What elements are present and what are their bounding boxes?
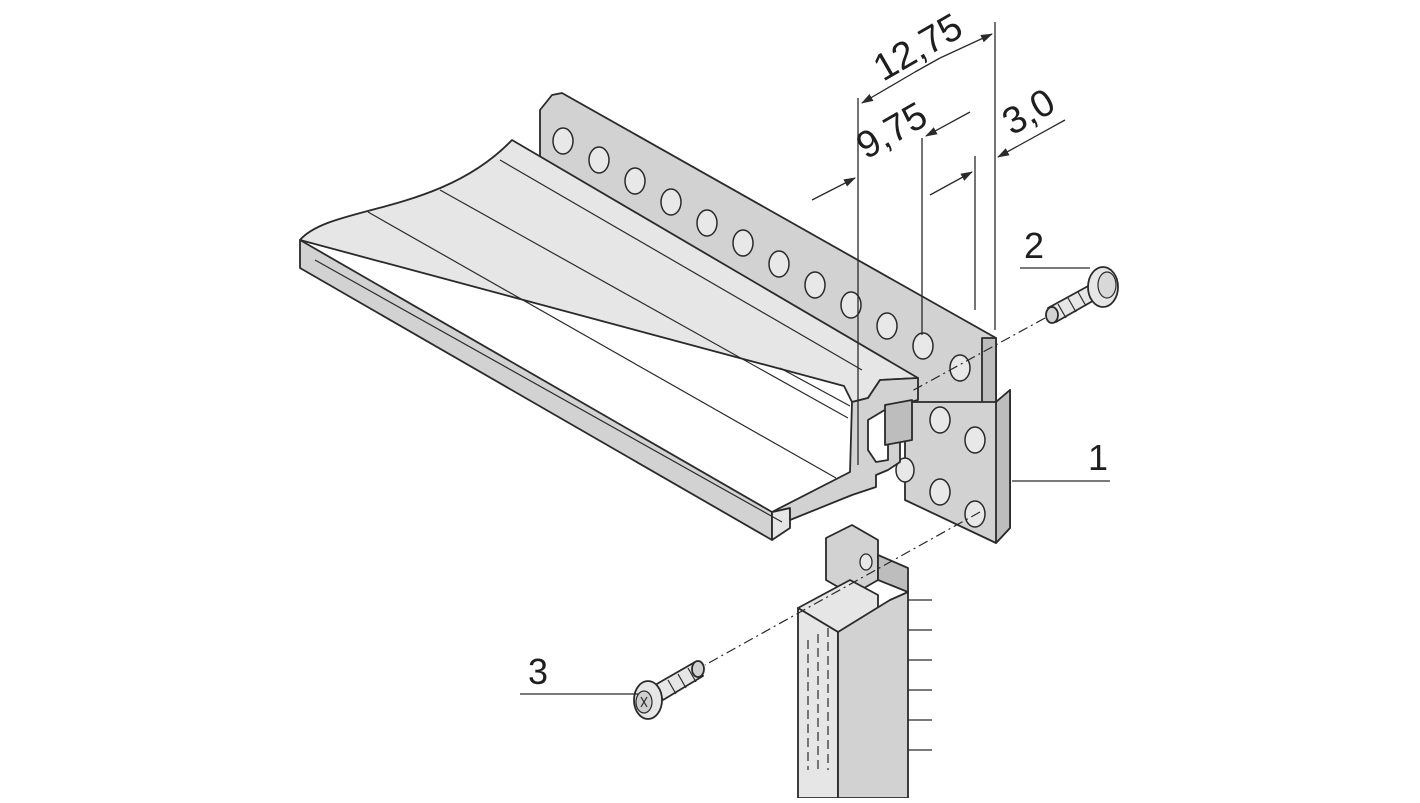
screw-2 bbox=[1045, 266, 1119, 324]
callout-3: 3 bbox=[528, 651, 548, 692]
callout-1: 1 bbox=[1088, 437, 1108, 478]
screw-3 bbox=[633, 660, 705, 720]
connector-body bbox=[797, 524, 932, 799]
flange-plate bbox=[895, 389, 1011, 544]
guide-rail bbox=[299, 139, 919, 541]
callout-2: 2 bbox=[1024, 225, 1044, 266]
center-lines bbox=[704, 317, 1046, 666]
dim-3-0-label: 3,0 bbox=[996, 81, 1063, 144]
dim-12-75-label: 12,75 bbox=[867, 6, 970, 90]
dimension-labels: 12,75 9,75 3,0 bbox=[850, 6, 1063, 168]
perforated-rail bbox=[539, 92, 997, 421]
dimension-lines bbox=[811, 22, 1066, 465]
callouts: 2 1 3 bbox=[520, 225, 1110, 695]
